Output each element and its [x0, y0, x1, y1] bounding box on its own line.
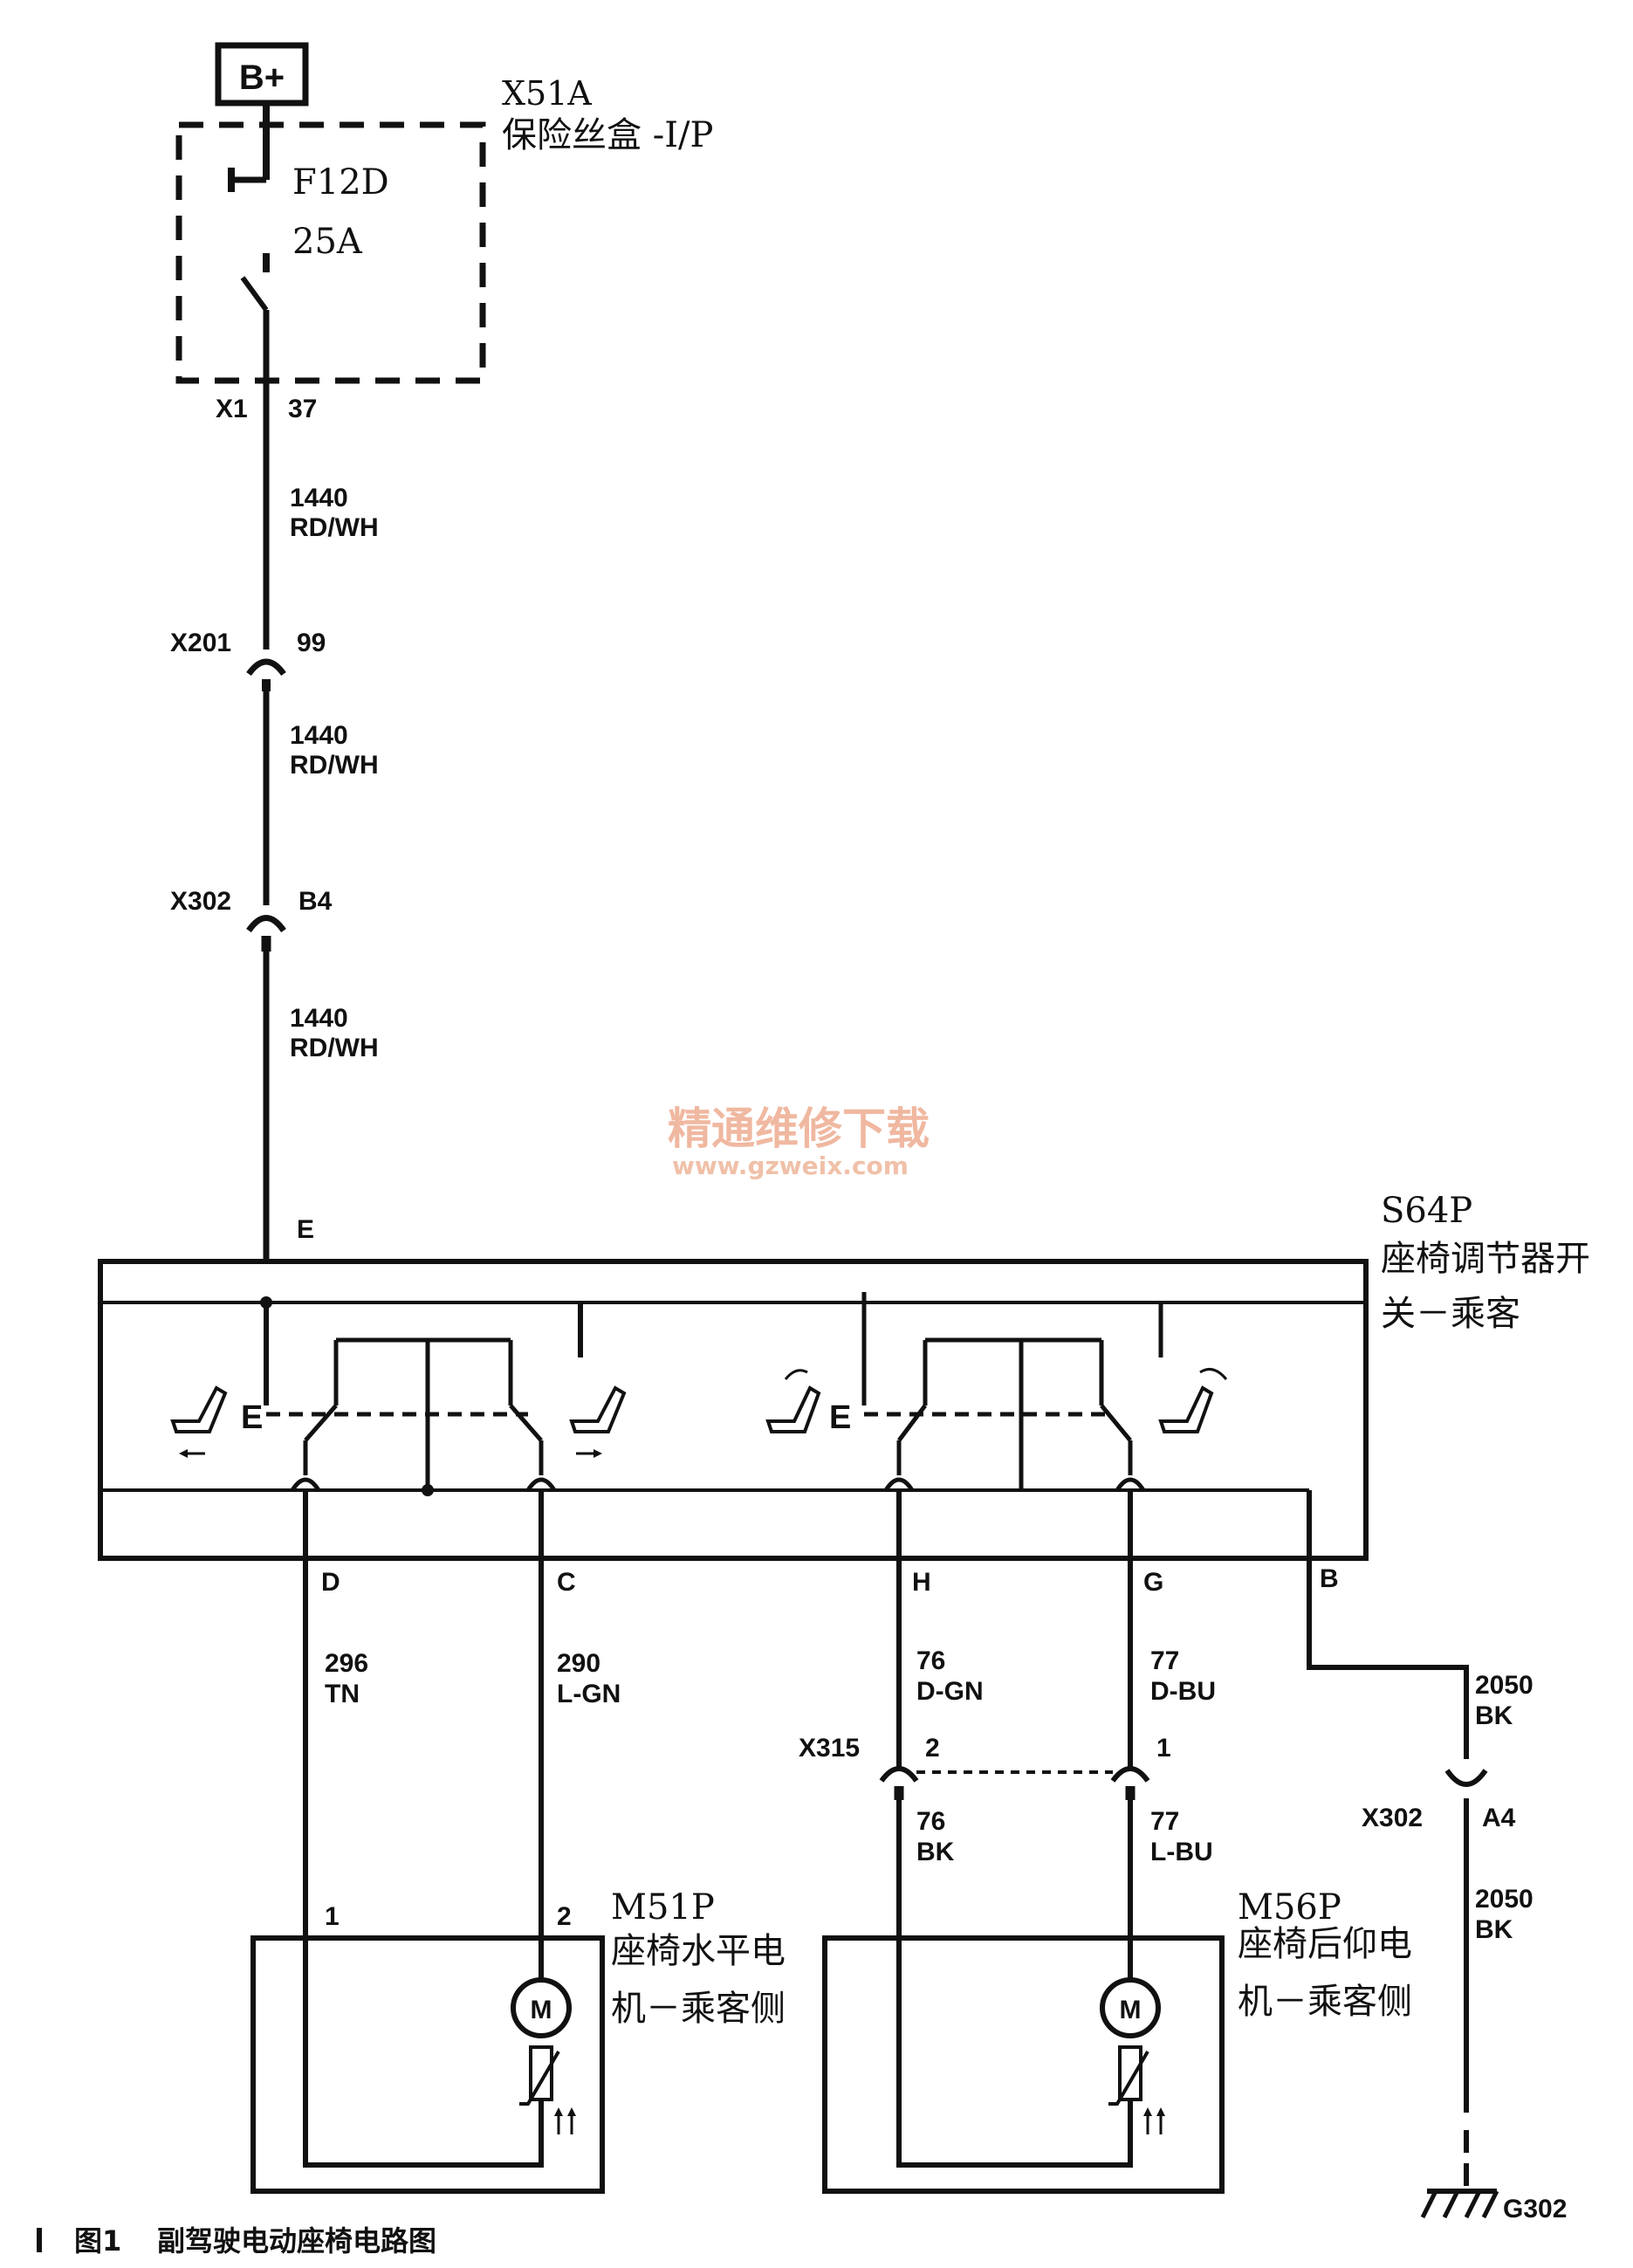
wire-b-lower-color: BK: [1475, 1915, 1513, 1944]
battery-source: B+: [215, 42, 309, 107]
x302-a4-id: X302: [1362, 1804, 1423, 1832]
m51p-pin1: 1: [325, 1902, 340, 1931]
seat-backward-icon: [170, 1385, 228, 1458]
wire-b-upper-circuit: 2050: [1475, 1671, 1534, 1700]
ptc-thermistor-icon: [1108, 2045, 1165, 2134]
fuse-box-name: 保险丝盒 -I/P: [502, 115, 713, 155]
caption-title: 副驾驶电动座椅电路图: [157, 2224, 436, 2258]
seat-forward-icon: [569, 1385, 627, 1458]
horizontal-switch-contact-e: E: [241, 1399, 263, 1436]
x302-a4-pin: A4: [1482, 1804, 1516, 1832]
x302-b4-id: X302: [170, 887, 231, 916]
motor-icon: M: [1100, 1977, 1161, 2038]
switch-id: S64P: [1381, 1191, 1472, 1231]
watermark-line2: www.gzweix.com: [672, 1151, 909, 1180]
motor-m56p: M M56P 座椅后仰电 机－乘客侧: [822, 1887, 1412, 2194]
wire-g-lower-color: L-BU: [1150, 1838, 1213, 1866]
m51p-name-line2: 机－乘客侧: [611, 1989, 786, 2029]
x315-pin-left: 2: [925, 1734, 940, 1763]
switch-pin-h: H: [912, 1568, 931, 1597]
wire-g-upper-color: D-BU: [1150, 1677, 1216, 1706]
x315-pin-right: 1: [1156, 1734, 1171, 1763]
switch-pin-c: C: [557, 1568, 576, 1597]
wire-g-lower-circuit: 77: [1150, 1807, 1179, 1836]
x315-id: X315: [799, 1734, 860, 1763]
wire-c-circuit: 290: [557, 1649, 600, 1678]
seg1-color: RD/WH: [290, 513, 379, 542]
connector-x315: X315 2 1: [799, 1734, 1171, 1800]
wire-h-lower-color: BK: [916, 1838, 955, 1866]
seg3-color: RD/WH: [290, 1034, 379, 1062]
output-wires: [303, 1490, 1133, 2165]
seg1-circuit: 1440: [290, 484, 348, 512]
seg2-color: RD/WH: [290, 751, 379, 780]
ptc-thermistor-icon: [519, 2045, 576, 2134]
m56p-name-line1: 座椅后仰电: [1238, 1924, 1412, 1964]
switch-pin-b: B: [1320, 1564, 1339, 1593]
wire-h-upper-circuit: 76: [916, 1646, 945, 1675]
seg3-circuit: 1440: [290, 1004, 348, 1033]
seat-upright-icon: [1158, 1367, 1228, 1433]
x201-id: X201: [170, 629, 231, 657]
m56p-name-line2: 机－乘客侧: [1238, 1982, 1412, 2022]
seat-switch: E S64P 座椅调节器开 关－乘客 E: [98, 1191, 1590, 1759]
watermark-line1: 精通维修下载: [668, 1103, 930, 1154]
fuse-box: X51A 保险丝盒 -I/P F12D 25A X1 37: [175, 74, 713, 423]
fuse-rating: 25A: [292, 222, 363, 262]
motor-icon: M: [511, 1977, 572, 2038]
fuse-box-id: X51A: [502, 74, 592, 113]
wire-h-lower-circuit: 76: [916, 1807, 945, 1836]
seg2-circuit: 1440: [290, 721, 348, 750]
wire-d-circuit: 296: [325, 1649, 368, 1678]
fuse-conn-id: X1: [216, 395, 248, 423]
switch-pin-g: G: [1143, 1568, 1163, 1597]
horizontal-switch-contacts: E: [241, 1296, 583, 1496]
switch-pin-e: E: [297, 1215, 314, 1244]
ground-id: G302: [1503, 2195, 1567, 2223]
m51p-name-line1: 座椅水平电: [611, 1931, 786, 1971]
seat-recline-icon: [765, 1369, 821, 1433]
connector-x302-b4: X302 B4: [170, 887, 333, 952]
connector-x302-a4: X302 A4: [1362, 1769, 1516, 2191]
recline-switch-contact-e: E: [829, 1399, 851, 1436]
battery-label: B+: [239, 58, 285, 97]
wire-c-color: L-GN: [557, 1680, 621, 1708]
x201-pin: 99: [297, 629, 326, 657]
wire-d-color: TN: [325, 1680, 360, 1708]
fuse-id: F12D: [292, 162, 389, 203]
m51p-id: M51P: [611, 1887, 715, 1928]
wire-g-upper-circuit: 77: [1150, 1646, 1179, 1675]
wire-h-upper-color: D-GN: [916, 1677, 984, 1706]
switch-name-line2: 关－乘客: [1381, 1294, 1520, 1334]
motor1-symbol: M: [531, 1996, 552, 2024]
m56p-id: M56P: [1238, 1887, 1341, 1928]
motor2-symbol: M: [1120, 1996, 1142, 2024]
x302-b4-pin: B4: [298, 887, 333, 916]
recline-switch-contacts: E: [829, 1292, 1163, 1492]
motor-m51p: 1 2 M M51P 座椅水平电 机－乘客侧: [250, 1887, 786, 2194]
fuse-icon: [228, 103, 270, 312]
caption-figure: 图1: [74, 2224, 121, 2258]
fuse-conn-pin: 37: [288, 395, 317, 423]
connector-x201: X201 99: [170, 629, 326, 691]
switch-name-line1: 座椅调节器开: [1381, 1239, 1590, 1279]
figure-caption: 图1 副驾驶电动座椅电路图: [37, 2224, 436, 2258]
wire-b-lower-circuit: 2050: [1475, 1885, 1534, 1914]
wire-b-upper-color: BK: [1475, 1701, 1513, 1730]
m51p-pin2: 2: [557, 1902, 572, 1931]
switch-pin-d: D: [321, 1568, 340, 1597]
ground-icon: [1420, 2189, 1499, 2219]
